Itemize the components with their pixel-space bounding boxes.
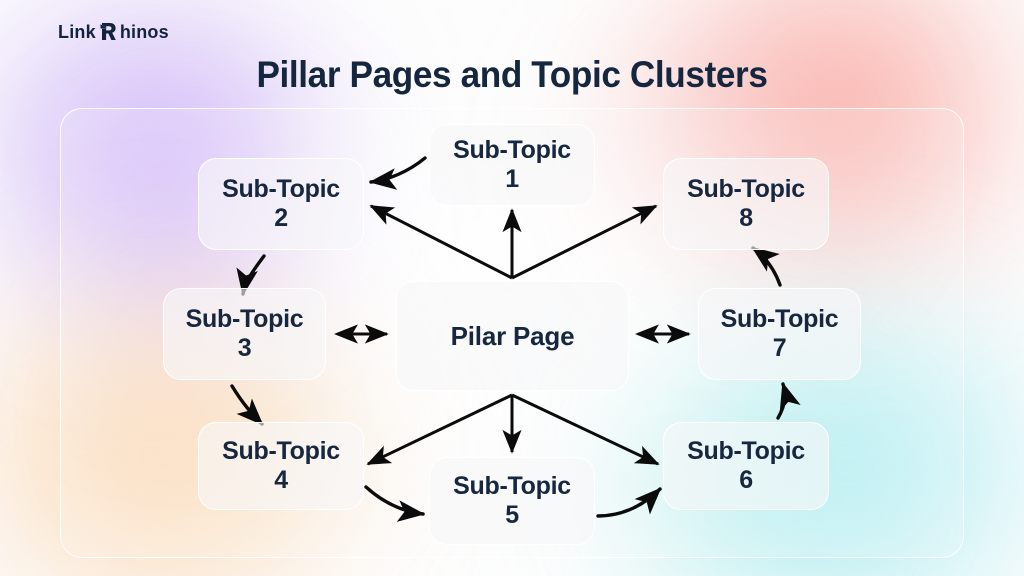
- brand-name-part2: hinos: [119, 21, 169, 42]
- brand-name-part1: Link: [58, 21, 96, 42]
- node-pilar-page[interactable]: Pilar Page: [396, 281, 629, 391]
- brand-logo: Link hinos: [58, 22, 169, 41]
- page-title: Pillar Pages and Topic Clusters: [256, 54, 768, 95]
- rhino-r-icon: [100, 22, 116, 41]
- node-label: Pilar Page: [450, 320, 575, 351]
